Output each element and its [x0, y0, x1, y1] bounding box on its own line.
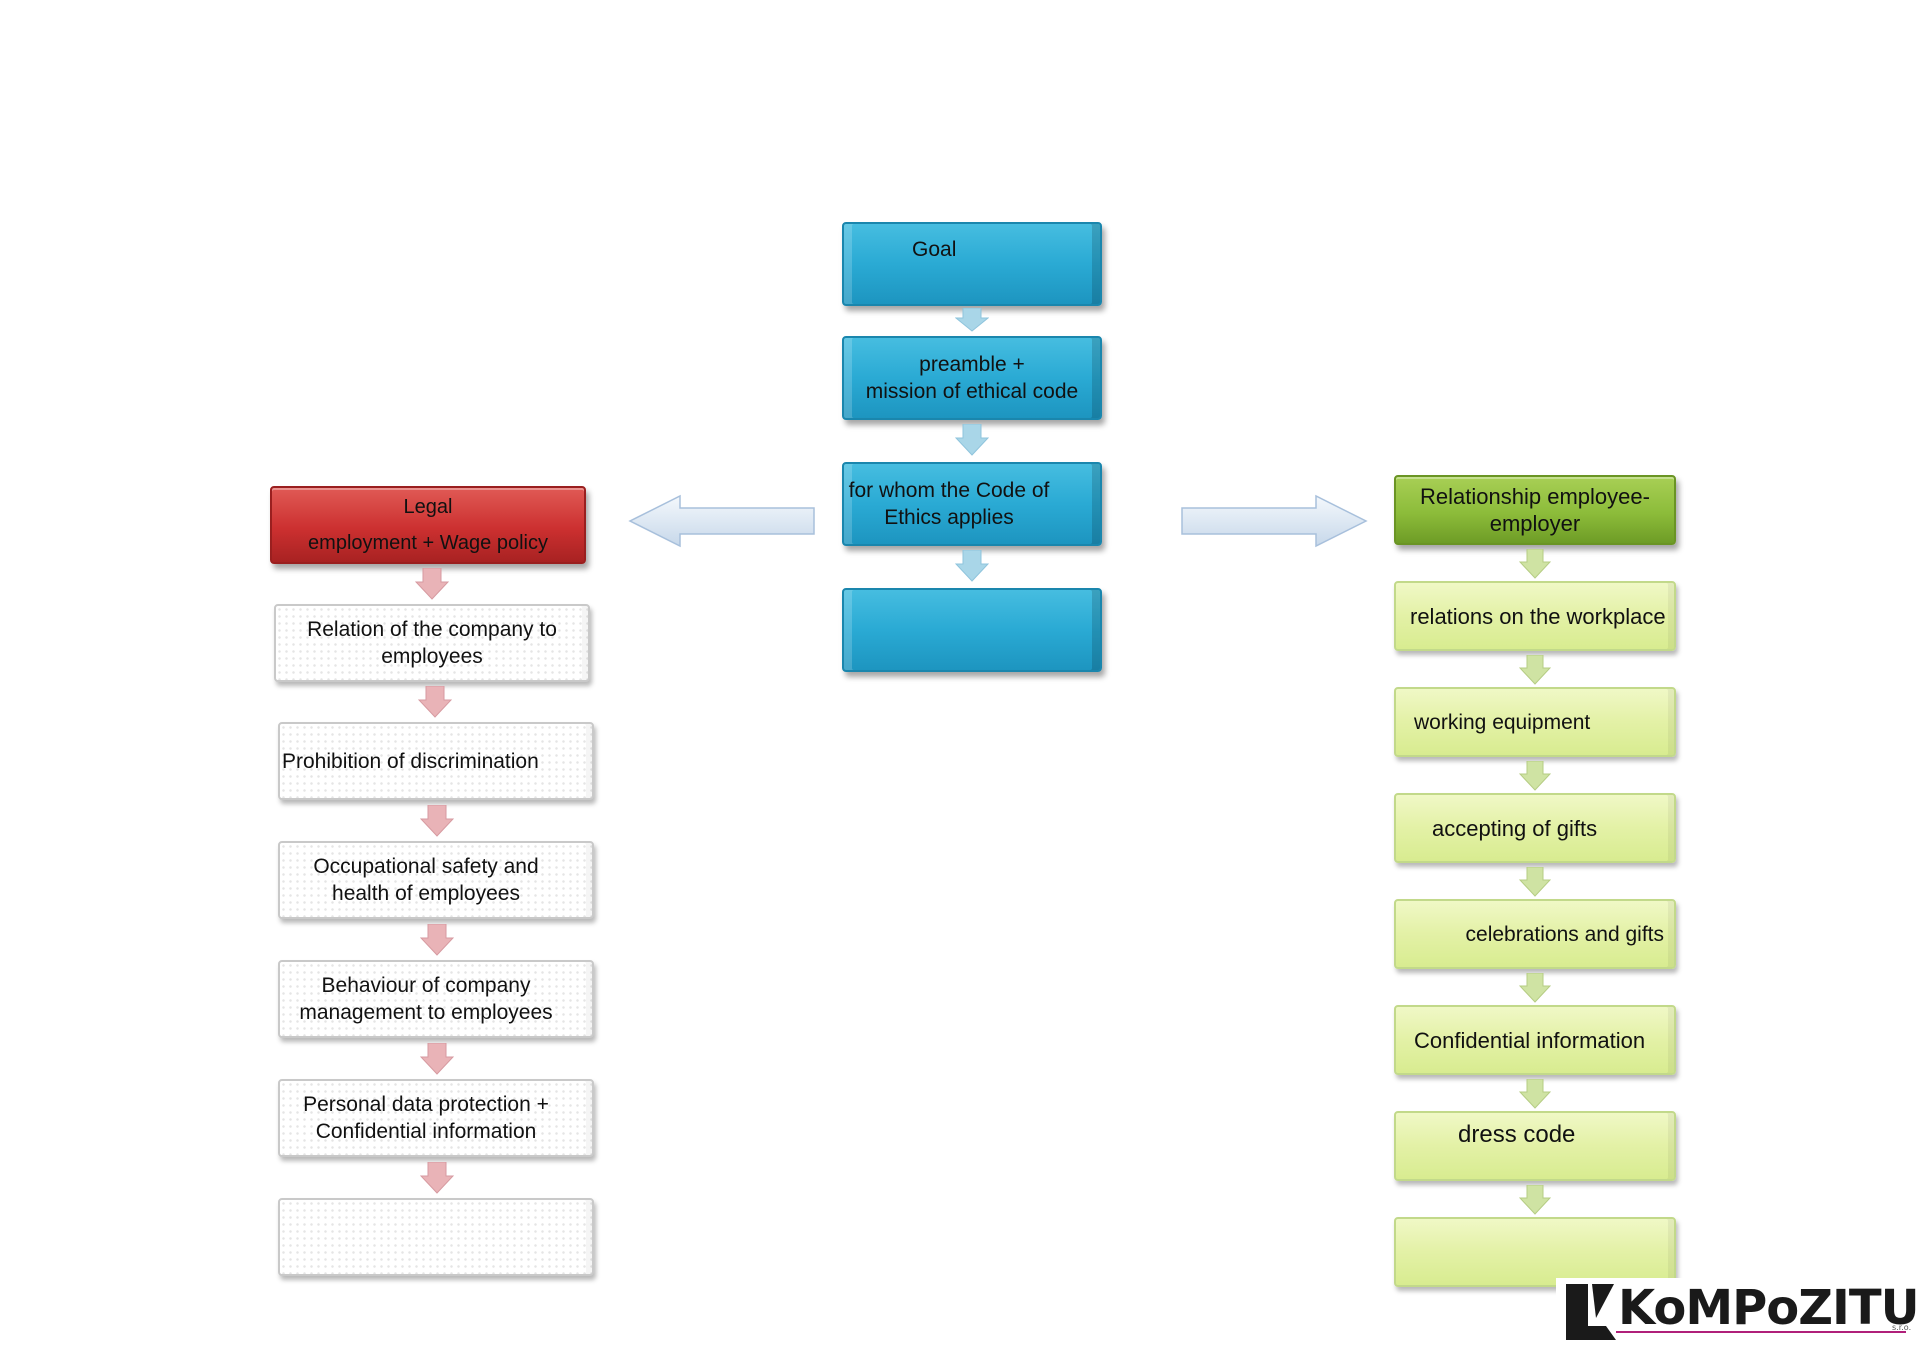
left-item: Prohibition of discrimination [278, 722, 594, 800]
down-arrow-icon [420, 1043, 454, 1075]
relationship-header: Relationship employee- employer [1394, 475, 1676, 545]
down-arrow-icon [955, 424, 989, 456]
right-arrow-icon [1181, 494, 1368, 548]
for-whom-box: for whom the Code of Ethics applies [842, 462, 1102, 546]
left-item: Occupational safety and health of employ… [278, 841, 594, 919]
right-item: working equipment [1394, 687, 1676, 757]
left-arrow-icon [628, 494, 815, 548]
right-item: celebrations and gifts [1394, 899, 1676, 969]
down-arrow-icon [1519, 973, 1551, 1003]
logo-text: KoMPoZITUM [1618, 1280, 1916, 1336]
left-item: Personal data protection + Confidential … [278, 1079, 594, 1157]
down-arrow-icon [1519, 867, 1551, 897]
down-arrow-icon [955, 308, 989, 332]
preamble-label: preamble + mission of ethical code [865, 353, 1079, 403]
right-item-empty [1394, 1217, 1676, 1287]
legal-employment-label: Legal employment + Wage policy [308, 496, 548, 554]
right-item: accepting of gifts [1394, 793, 1676, 863]
down-arrow-icon [955, 550, 989, 582]
down-arrow-icon [420, 805, 454, 837]
kompozitum-logo: KoMPoZITUM s.r.o. [1556, 1278, 1916, 1348]
for-whom-label: for whom the Code of Ethics applies [848, 479, 1050, 529]
down-arrow-icon [420, 924, 454, 956]
down-arrow-icon [1519, 1185, 1551, 1215]
relationship-label: Relationship employee- employer [1420, 484, 1650, 536]
right-item: relations on the workplace [1394, 581, 1676, 651]
down-arrow-icon [1519, 1079, 1551, 1109]
down-arrow-icon [1519, 549, 1551, 579]
down-arrow-icon [418, 686, 452, 718]
left-item: Relation of the company to employees [274, 604, 590, 682]
left-item: Behaviour of company management to emplo… [278, 960, 594, 1038]
preamble-box: preamble + mission of ethical code [842, 336, 1102, 420]
down-arrow-icon [415, 568, 449, 600]
goal-box: Goal [842, 222, 1102, 306]
down-arrow-icon [420, 1162, 454, 1194]
down-arrow-icon [1519, 761, 1551, 791]
down-arrow-icon [1519, 655, 1551, 685]
right-item: dress code [1394, 1111, 1676, 1181]
legal-employment-header: Legal employment + Wage policy [270, 486, 586, 564]
logo-suffix: s.r.o. [1892, 1323, 1911, 1332]
goal-label: Goal [912, 238, 957, 261]
right-item: Confidential information [1394, 1005, 1676, 1075]
left-item-empty [278, 1198, 594, 1276]
center-empty-box [842, 588, 1102, 672]
